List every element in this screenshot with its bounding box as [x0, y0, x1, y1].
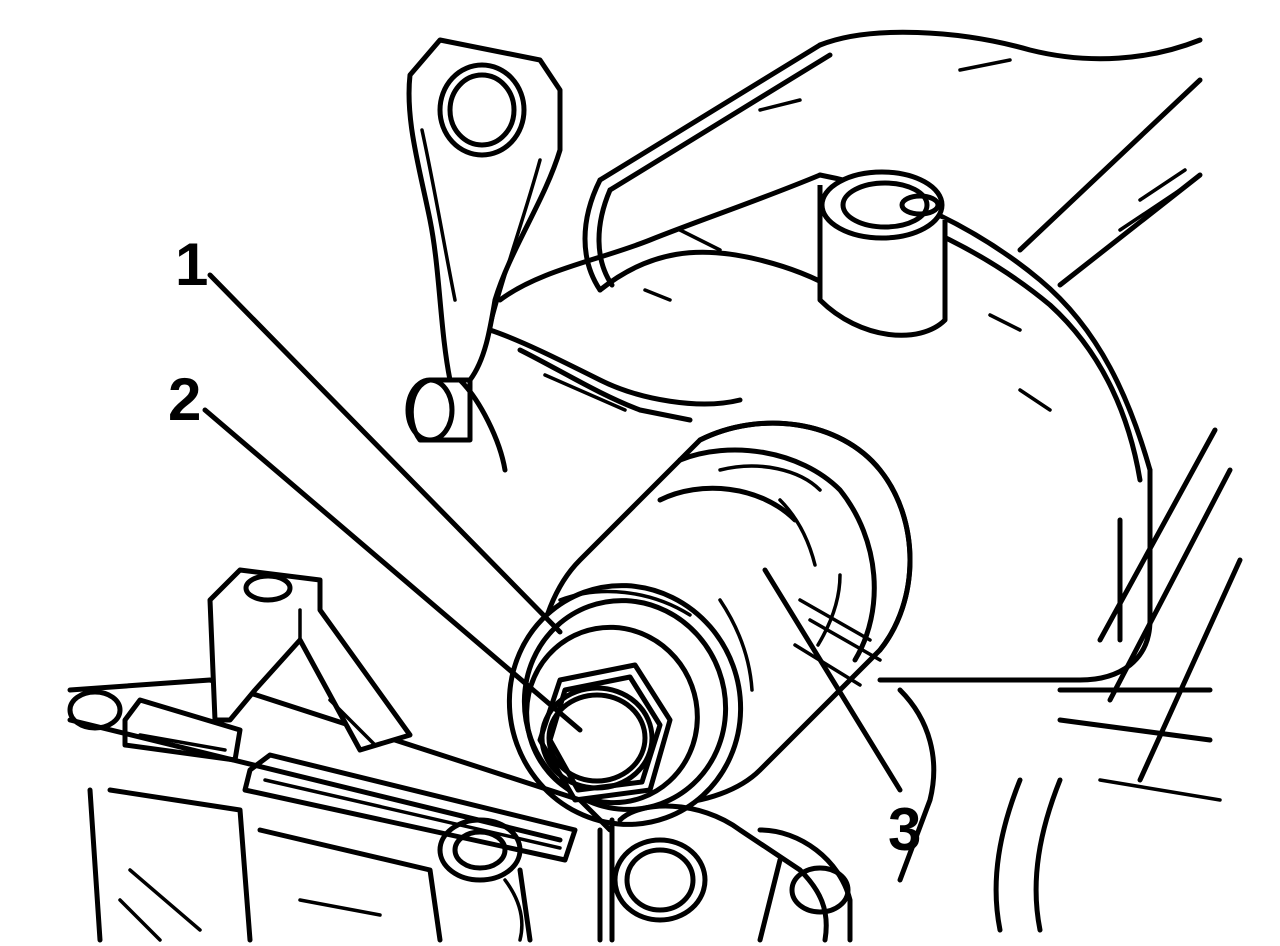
hex-bolt [537, 662, 673, 803]
lower-right-housing [757, 427, 1243, 943]
top-boss [817, 169, 948, 338]
callout-1: 1 [175, 231, 208, 298]
leader-line-2 [202, 407, 583, 733]
upright-block [207, 567, 413, 753]
guide-pin-stub [405, 377, 508, 473]
callouts: 1 2 3 [168, 231, 921, 863]
leader-line-3 [762, 567, 903, 793]
housing-cover [582, 29, 1203, 293]
callout-3: 3 [888, 796, 921, 863]
lower-flange [597, 803, 851, 943]
callout-2: 2 [168, 366, 201, 433]
leader-line-1 [207, 272, 563, 635]
lug-with-eye [406, 37, 563, 383]
leader-lines [202, 272, 903, 793]
